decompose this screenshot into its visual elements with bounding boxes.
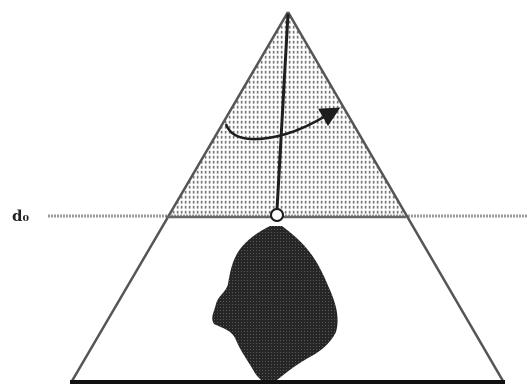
level-label: d₀ (12, 207, 29, 225)
level-point (271, 209, 283, 221)
dark-region (212, 226, 337, 384)
